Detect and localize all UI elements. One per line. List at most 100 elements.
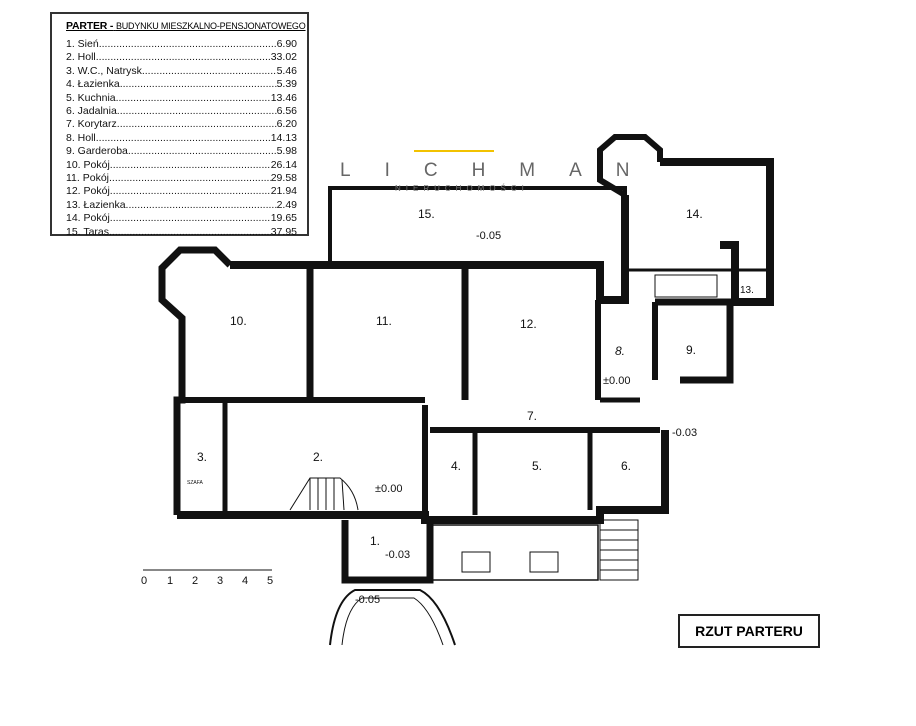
room-9-label: 9.: [686, 343, 696, 357]
room-area: 33.02: [270, 51, 297, 64]
room-area: 19.65: [270, 212, 297, 225]
front-steps-inner: [341, 597, 444, 646]
room-area: 5.46: [276, 64, 297, 77]
room-name: 2. Holl: [66, 51, 96, 64]
leader-dots: [110, 185, 271, 198]
legend-row: 9. Garderoba 5.98: [66, 145, 297, 158]
room9-wall: [655, 298, 734, 384]
room-5-label: 5.: [532, 459, 542, 473]
room-name: 1. Sień: [66, 38, 99, 50]
leader-dots: [96, 51, 271, 64]
room-name: 12. Pokój: [66, 185, 110, 198]
legend-title-main: PARTER -: [66, 20, 114, 32]
legend-row: 2. Holl 33.02: [66, 51, 297, 64]
legend-row: 12. Pokój 21.94: [66, 185, 297, 198]
room-11-label: 11.: [376, 314, 392, 328]
leader-dots: [117, 118, 277, 131]
room-6-label: 6.: [621, 459, 631, 473]
closet-label: SZAFA: [187, 480, 204, 486]
room-1-label: 1.: [370, 534, 380, 548]
room-4-label: 4.: [451, 459, 461, 473]
leader-dots: [120, 78, 277, 91]
room-name: 7. Korytarz: [66, 118, 117, 131]
level-hall-2: ±0.00: [375, 483, 402, 495]
room-14-label: 14.: [686, 207, 703, 221]
tower-bay: [597, 134, 663, 198]
legend-row: 10. Pokój26.14: [66, 159, 297, 172]
room-area: 37.95: [270, 225, 297, 238]
room-12-label: 12.: [520, 317, 537, 331]
scale-tick-label: 4: [242, 575, 248, 587]
room-area: 2.49: [276, 198, 297, 211]
room-area: 6.90: [276, 38, 297, 50]
patio-window: [461, 551, 491, 573]
legend-row: 3. W.C., Natrysk 5.46: [66, 65, 297, 78]
watermark-line: [414, 150, 494, 152]
level-terrace: -0.05: [476, 230, 501, 242]
leader-dots: [142, 65, 277, 78]
legend-row: 15. Taras 37.95: [66, 226, 297, 239]
front-steps: [329, 589, 456, 646]
room-legend: PARTER - BUDYNKU MIESZKALNO-PENSJONATOWE…: [50, 12, 309, 239]
legend-row: 1. Sień 6.90: [66, 38, 297, 51]
room-2-label: 2.: [313, 450, 323, 464]
room-area: 6.56: [276, 105, 297, 118]
room-area: 5.98: [276, 145, 297, 158]
legend-row: 11. Pokój 29.58: [66, 172, 297, 185]
leader-dots: [128, 145, 277, 158]
bay-10: [158, 246, 233, 515]
legend-title: PARTER - BUDYNKU MIESZKALNO-PENSJONATOWE…: [66, 20, 306, 32]
room-name: 4. Łazienka: [66, 78, 120, 91]
leader-dots: [110, 159, 271, 172]
room-name: 15. Taras: [66, 225, 109, 238]
watermark-brand: LICHMAN: [340, 160, 664, 181]
room-area: 13.46: [270, 91, 297, 104]
legend-row: 4. Łazienka5.39: [66, 78, 297, 91]
room-7-label: 7.: [527, 409, 537, 423]
room14-wall: [660, 158, 774, 306]
room-name: 6. Jadalnia: [66, 105, 117, 118]
leader-dots: [110, 212, 271, 225]
room-name: 8. Holl: [66, 131, 96, 144]
room-name: 10. Pokój: [66, 158, 110, 171]
patio-window: [529, 551, 559, 573]
room-name: 13. Łazienka: [66, 198, 126, 211]
terrace-outline: [328, 186, 627, 265]
leader-dots: [116, 92, 271, 105]
legend-row: 6. Jadalnia 6.56: [66, 105, 297, 118]
leader-dots: [99, 38, 277, 51]
room-area: 21.94: [270, 185, 297, 198]
scale-tick-label: 3: [217, 575, 223, 587]
room-13-label: 13.: [740, 285, 754, 296]
room-name: 5. Kuchnia: [66, 91, 116, 104]
level-side: -0.03: [672, 427, 697, 439]
room-name: 3. W.C., Natrysk: [66, 64, 142, 77]
room-area: 29.58: [270, 172, 297, 185]
leader-dots: [96, 132, 271, 145]
room-8-label: 8.: [615, 344, 625, 358]
room-name: 11. Pokój: [66, 172, 109, 185]
legend-row: 13. Łazienka 2.49: [66, 199, 297, 212]
scale-tick-label: 1: [167, 575, 173, 587]
leader-dots: [117, 105, 277, 118]
room-name: 14. Pokój: [66, 212, 110, 225]
legend-row: 14. Pokój 19.65: [66, 212, 297, 225]
leader-dots: [109, 226, 271, 239]
room-area: 6.20: [276, 118, 297, 131]
drawing-title: RZUT PARTERU: [678, 614, 820, 648]
leader-dots: [126, 199, 277, 212]
watermark-sub: NIERUCHOMOŚCI: [395, 184, 529, 193]
legend-row: 7. Korytarz 6.20: [66, 118, 297, 131]
scale-tick-label: 5: [267, 575, 273, 587]
legend-subtitle: BUDYNKU MIESZKALNO-PENSJONATOWEGO: [115, 21, 306, 31]
room-name: 9. Garderoba: [66, 145, 128, 158]
legend-row: 8. Holl14.13: [66, 132, 297, 145]
level-entry: -0.03: [385, 549, 410, 561]
side-stairs: [599, 274, 718, 581]
entry-walls: [341, 520, 434, 584]
level-steps: -0.05: [355, 594, 380, 606]
staircase: [289, 477, 359, 511]
room-15-label: 15.: [418, 207, 435, 221]
patio: [431, 524, 599, 581]
